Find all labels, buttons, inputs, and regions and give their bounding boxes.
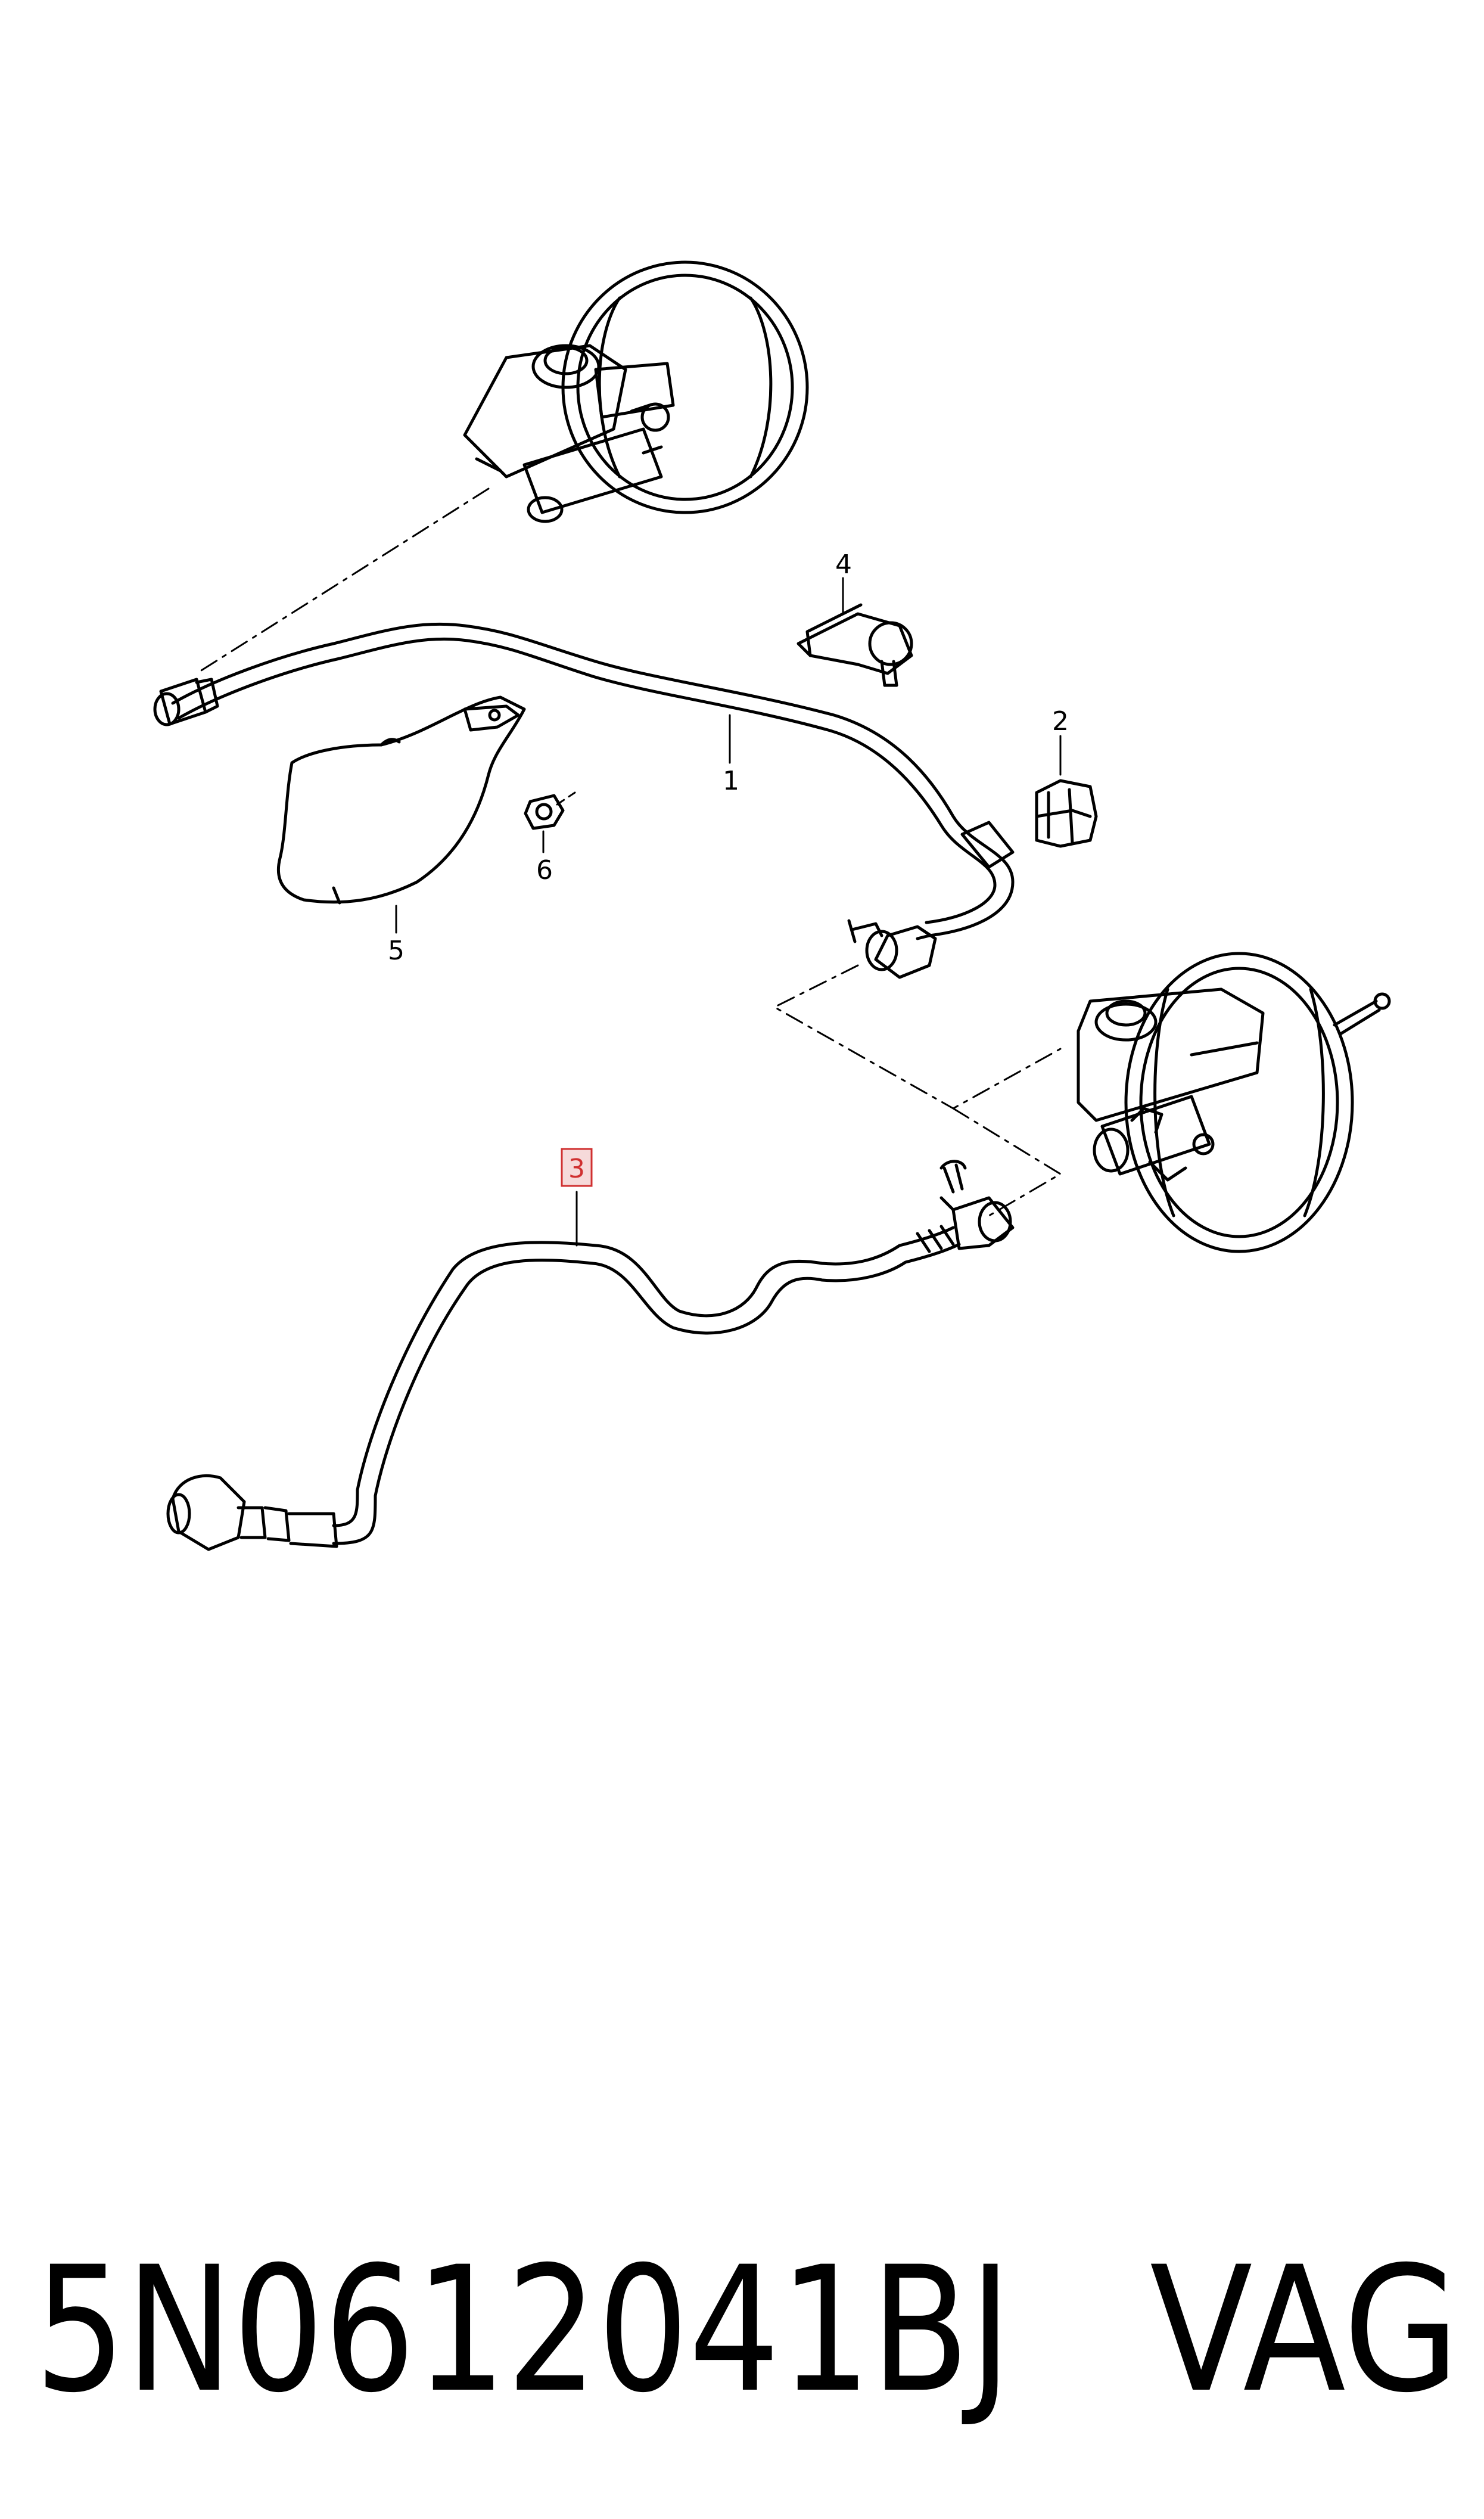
heat-shield-part-5 <box>276 695 526 905</box>
callout-5[interactable]: 5 <box>388 936 405 966</box>
brake-booster-upper <box>463 260 809 523</box>
callout-1[interactable]: 1 <box>723 766 739 796</box>
callout-4[interactable]: 4 <box>835 549 852 580</box>
leader-line-upper <box>195 487 490 675</box>
vacuum-hose-part-1 <box>153 622 1015 979</box>
callout-3[interactable]: 3 <box>568 1154 585 1184</box>
leader-line-mid-2 <box>952 1107 1062 1217</box>
callout-6[interactable]: 6 <box>536 855 553 886</box>
brand-label: VAG <box>1150 2230 1460 2431</box>
callout-2[interactable]: 2 <box>1052 706 1069 737</box>
vacuum-hose-part-3 <box>166 1160 1015 1551</box>
nut-part-6 <box>524 794 565 830</box>
leader-part-6-b <box>556 791 576 806</box>
part-number-label: 5N0612041BJ <box>35 2230 1012 2431</box>
clip-part-2 <box>1035 779 1098 848</box>
clip-part-4 <box>797 603 913 687</box>
callout-3-highlight-box <box>561 1148 593 1187</box>
brake-booster-lower <box>1077 952 1391 1253</box>
leader-line-mid-1 <box>773 964 1062 1110</box>
